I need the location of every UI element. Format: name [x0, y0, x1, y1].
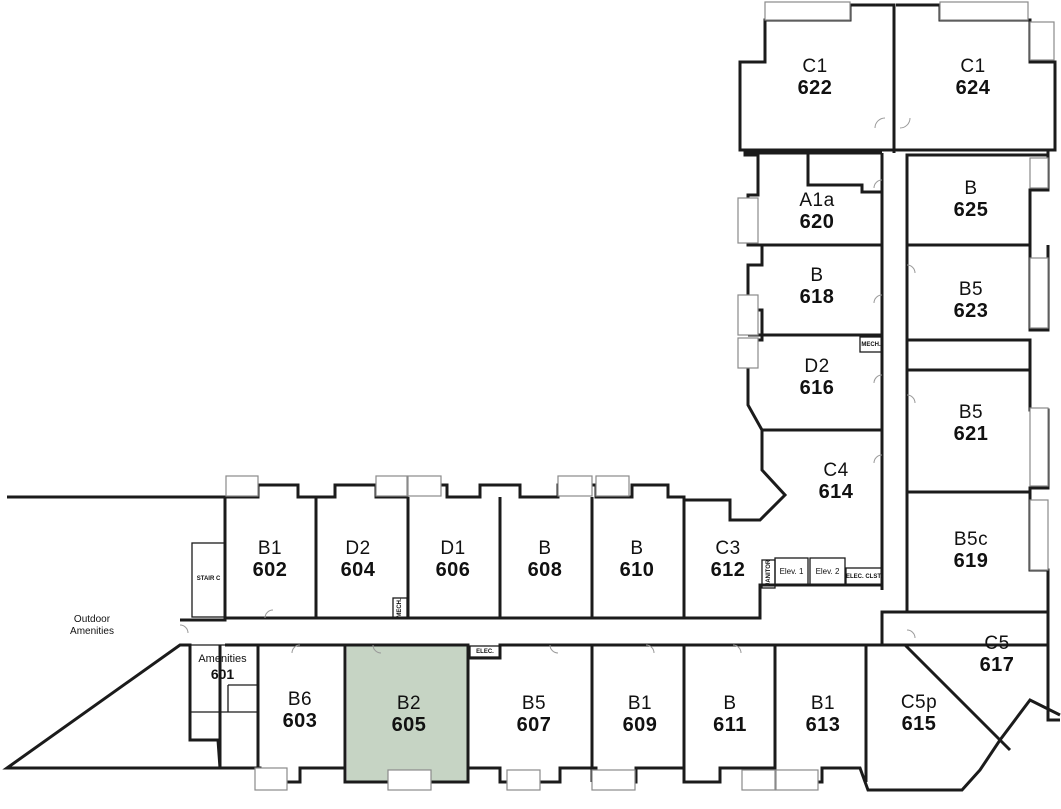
unit-number: 615: [901, 713, 937, 736]
unit-number: 622: [797, 77, 833, 100]
unit-number: 605: [391, 714, 427, 737]
unit-number: 603: [282, 710, 318, 733]
unit-type: C3: [715, 538, 741, 559]
unit-number: 611: [713, 714, 747, 737]
unit-type: B1: [257, 538, 283, 559]
unit-number: 607: [516, 714, 552, 737]
unit-type: D1: [440, 538, 466, 559]
unit-type: C1: [960, 56, 986, 77]
unit-number: 621: [953, 423, 989, 446]
unit-type: B5: [521, 693, 547, 714]
unit-number: 616: [799, 377, 835, 400]
unit-number: 610: [619, 559, 655, 582]
janitor-label: JANITOR: [766, 559, 772, 586]
unit-type: C5: [984, 633, 1010, 654]
unit-type: B5: [958, 279, 984, 300]
outdoor-amenities-label: Outdoor Amenities: [70, 614, 114, 637]
unit-type: B1: [627, 693, 653, 714]
mech-upper-label: MECH.: [861, 342, 881, 348]
amenities-label: Amenities: [198, 653, 247, 665]
unit-type: D2: [345, 538, 371, 559]
unit-number: 609: [622, 714, 658, 737]
unit-type: B1: [810, 693, 836, 714]
unit-number: 624: [955, 77, 991, 100]
unit-number: 623: [953, 300, 989, 323]
unit-type: D2: [804, 356, 830, 377]
unit-type: B: [630, 538, 644, 559]
unit-type: C4: [823, 460, 849, 481]
unit-type: B: [538, 538, 552, 559]
mech-lower-label: MECH.: [397, 598, 403, 618]
unit-number: 602: [252, 559, 288, 582]
unit-type: B2: [396, 693, 422, 714]
unit-type: B5c: [953, 529, 989, 550]
unit-type: B6: [287, 689, 313, 710]
stair-c-label: STAIR C: [196, 576, 221, 582]
unit-605-highlight: [347, 645, 468, 781]
unit-type: C1: [802, 56, 828, 77]
elec-label: ELEC.: [476, 649, 494, 655]
unit-type: B: [723, 693, 737, 714]
unit-type: B5: [958, 402, 984, 423]
unit-number: 613: [805, 714, 841, 737]
stair-c-box: [191, 542, 226, 618]
elec-closet-label: ELEC. CLST.: [846, 574, 883, 580]
doors: [179, 117, 916, 654]
unit-type: A1a: [799, 190, 835, 211]
amenities-number: 601: [210, 666, 235, 682]
unit-number: 612: [710, 559, 746, 582]
unit-type: C5p: [900, 692, 938, 713]
windows: [225, 1, 1055, 791]
unit-number: 614: [818, 481, 854, 504]
elevator-2-label: Elev. 2: [815, 567, 840, 576]
unit-type: B: [810, 265, 824, 286]
unit-number: 606: [435, 559, 471, 582]
unit-number: 604: [340, 559, 376, 582]
unit-number: 617: [979, 654, 1015, 677]
unit-number: 618: [799, 286, 835, 309]
elevator-1-label: Elev. 1: [779, 567, 804, 576]
unit-number: 619: [953, 550, 989, 573]
unit-number: 620: [799, 211, 835, 234]
unit-number: 625: [953, 199, 989, 222]
unit-number: 608: [527, 559, 563, 582]
unit-type: B: [964, 178, 978, 199]
